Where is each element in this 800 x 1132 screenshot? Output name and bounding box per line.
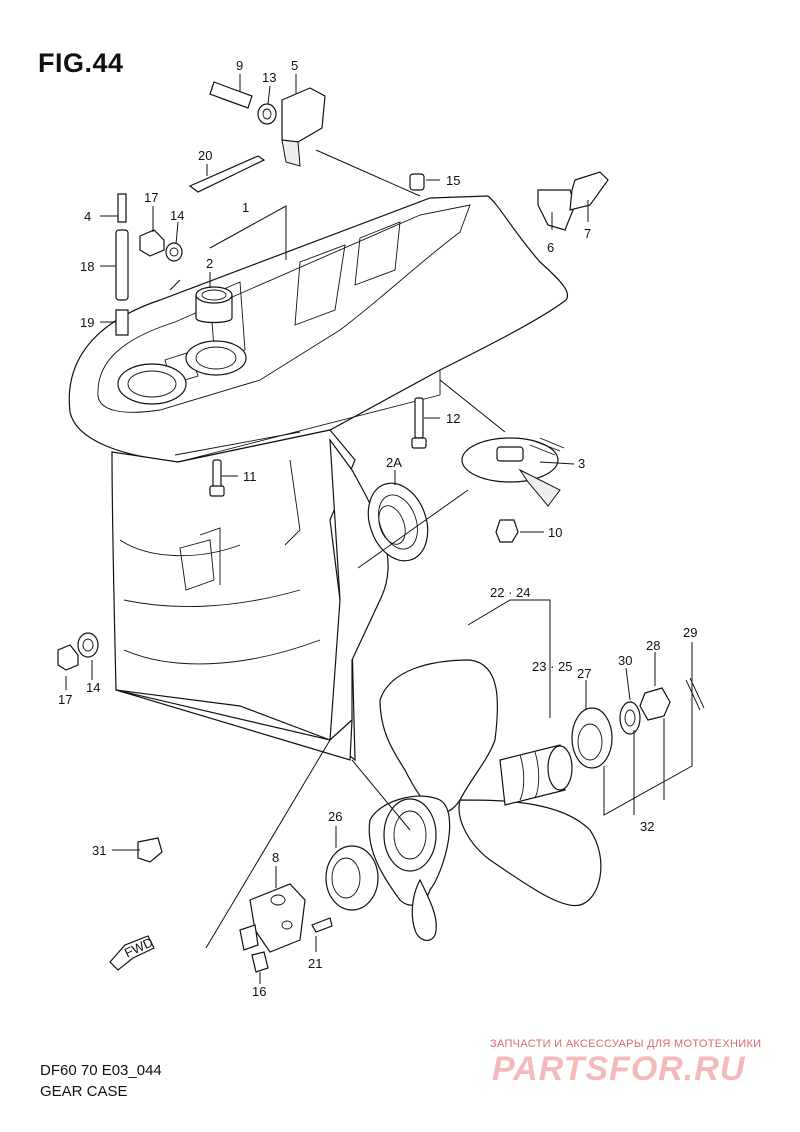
callout-14: 14	[170, 208, 184, 223]
gear-case-housing	[68, 195, 569, 762]
propeller-part	[368, 659, 602, 942]
callout-21: 21	[308, 956, 322, 971]
callout-6: 6	[547, 240, 554, 255]
callout-26: 26	[328, 809, 342, 824]
callout-5: 5	[291, 58, 298, 73]
callout-1: 1	[242, 200, 249, 215]
callout-23-25: 23 · 25	[532, 659, 572, 674]
callout-32: 32	[640, 819, 654, 834]
callout-2a: 2A	[386, 455, 402, 470]
callout-19: 19	[80, 315, 94, 330]
diagram-code: DF60 70 E03_044	[40, 1062, 162, 1079]
callout-16: 16	[252, 984, 266, 999]
fwd-label: FWD	[122, 934, 155, 960]
callout-4: 4	[84, 209, 91, 224]
diagram-name: GEAR CASE	[40, 1083, 128, 1100]
callout-8: 8	[272, 850, 279, 865]
callout-18: 18	[80, 259, 94, 274]
callout-labels: 9 13 5 20 15 17 14 1 4 18 2 6 7 19 12 3 …	[58, 58, 697, 999]
partsfor-logo: PARTSFOR.RU	[492, 1050, 746, 1088]
watermark-tagline: ЗАПЧАСТИ И АКСЕССУАРЫ ДЛЯ МОТОТЕХНИКИ	[490, 1038, 762, 1050]
callout-27: 27	[577, 666, 591, 681]
callout-17b: 17	[58, 692, 72, 707]
callout-7: 7	[584, 226, 591, 241]
trim-tab-part	[461, 437, 565, 507]
callout-17: 17	[144, 190, 158, 205]
callout-22-24: 22 · 24	[490, 585, 530, 600]
callout-30: 30	[618, 653, 632, 668]
callout-10: 10	[548, 525, 562, 540]
hardware-parts	[57, 81, 705, 973]
callout-12: 12	[446, 411, 460, 426]
callout-20: 20	[198, 148, 212, 163]
fwd-arrow-icon: FWD	[109, 934, 155, 971]
callout-11: 11	[243, 469, 257, 484]
callout-15: 15	[446, 173, 460, 188]
callout-3: 3	[578, 456, 585, 471]
callout-9: 9	[236, 58, 243, 73]
figure-title: FIG.44	[38, 48, 124, 78]
leader-lines	[65, 74, 693, 984]
callout-13: 13	[262, 70, 276, 85]
callout-29: 29	[683, 625, 697, 640]
callout-14b: 14	[86, 680, 100, 695]
bearing-2a-part	[367, 482, 429, 562]
callout-2: 2	[206, 256, 213, 271]
svg-text:PARTSFOR.RU: PARTSFOR.RU	[492, 1050, 746, 1088]
callout-28: 28	[646, 638, 660, 653]
callout-31: 31	[92, 843, 106, 858]
